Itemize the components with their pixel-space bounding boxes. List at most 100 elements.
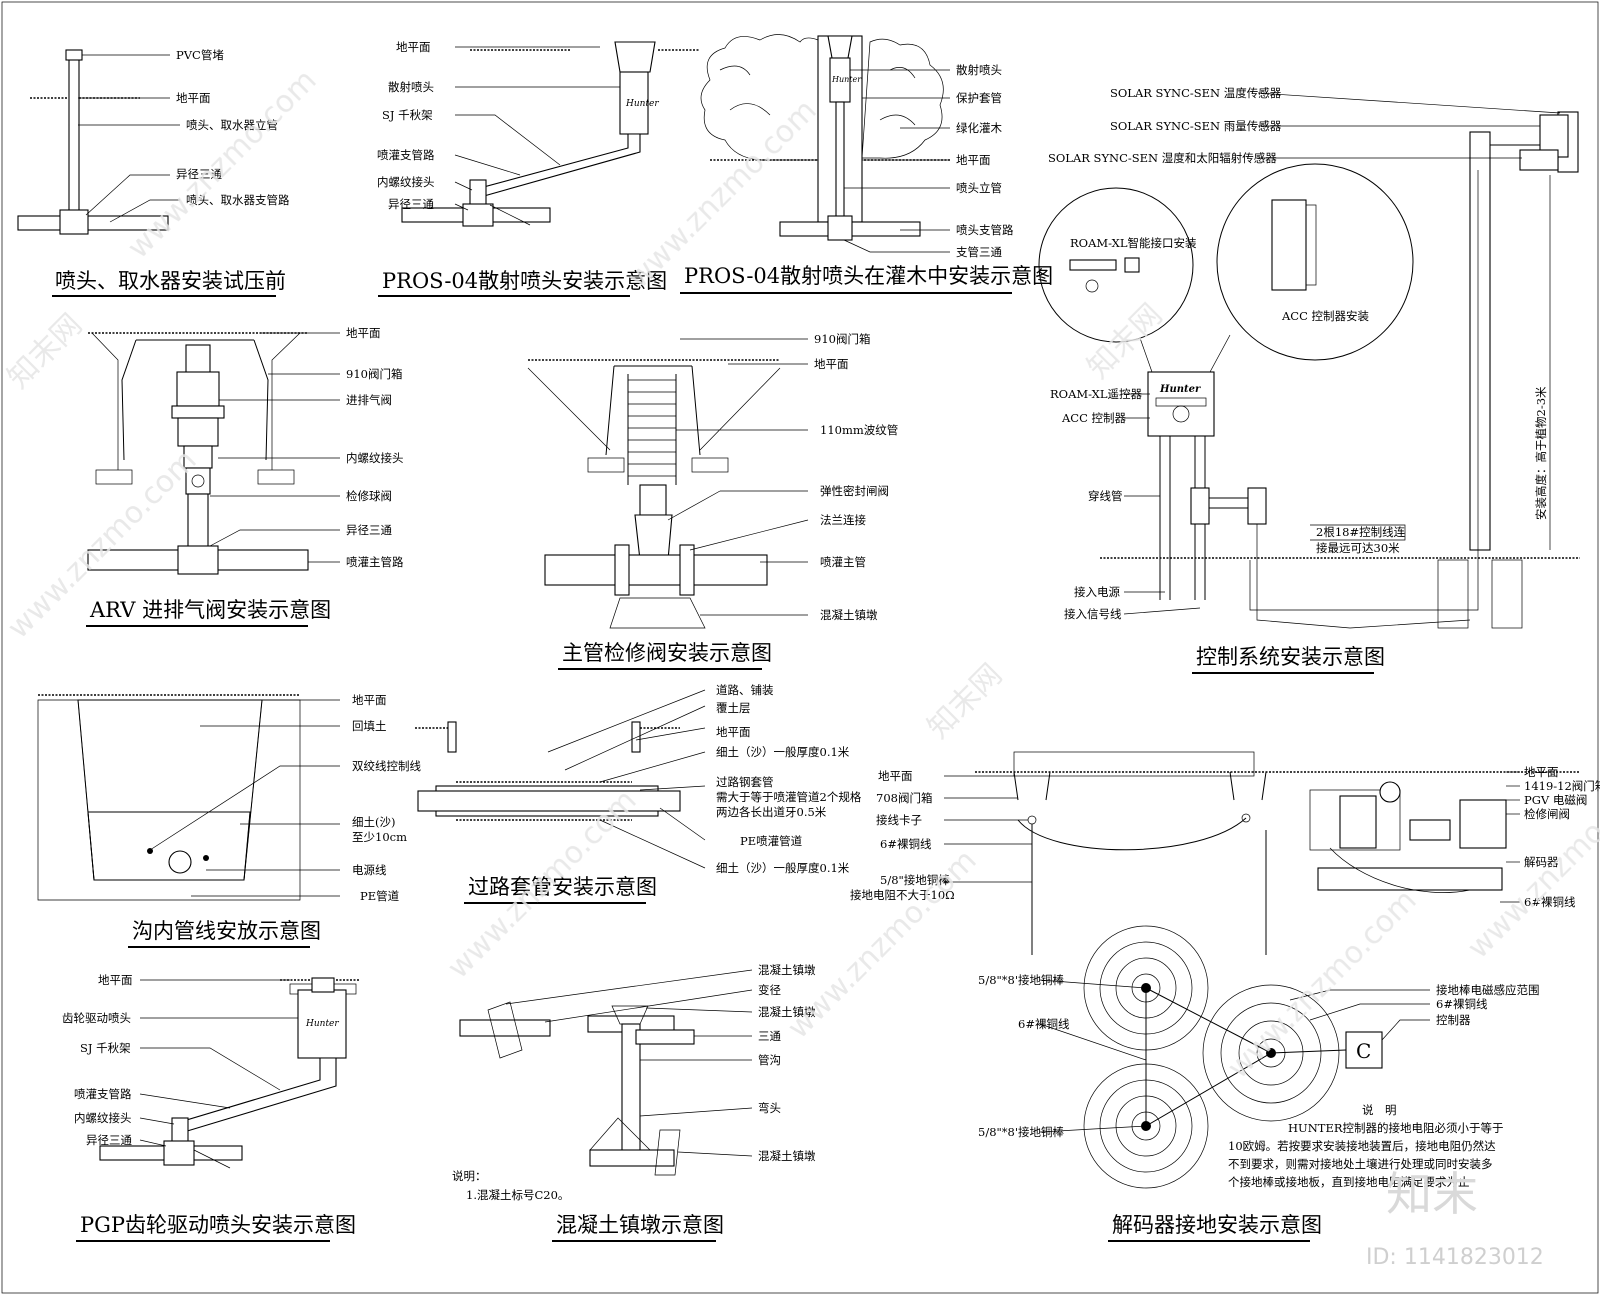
label-ground-rod-top: 5/8"*8'接地铜棒: [978, 973, 1065, 987]
label-ground: 地平面: [346, 326, 381, 340]
label-swing-joint: SJ 千秋架: [80, 1041, 131, 1055]
label-female-adapter: 内螺纹接头: [377, 175, 435, 189]
watermark-site: www.znzmo.com: [1221, 883, 1424, 1086]
watermark-site: www.znzmo.com: [121, 63, 324, 266]
label-valve-box-1419: 1419-12阀门箱: [1524, 779, 1600, 793]
label-install-height: 安装高度：高于植物2-3米: [1534, 386, 1548, 520]
title-p11: 混凝土镇墩示意图: [556, 1213, 724, 1237]
panel-pros04-in-shrub: Hunter 散射喷头 保护套管 绿化灌木 地平面 喷头立管 喷头支管路 支管三…: [680, 34, 1053, 294]
label-thrust-block-2: 混凝土镇墩: [758, 1005, 816, 1019]
label-min-10cm: 至少10cm: [352, 830, 407, 844]
label-valve-box: 910阀门箱: [346, 367, 402, 381]
title-p2: PROS-04散射喷头安装示意图: [382, 269, 667, 293]
label-spray-head: 散射喷头: [956, 63, 1002, 77]
label-riser: 喷头立管: [956, 181, 1002, 195]
label-conduit: 穿线管: [1088, 489, 1123, 503]
label-ground-rod-bottom: 5/8"*8'接地铜棒: [978, 1125, 1065, 1139]
panel-pros04-spray: Hunter 地平面 散射喷头 SJ 千秋架 喷灌支管路 内螺纹接头 异径三通 …: [377, 40, 700, 297]
label-reducing-tee: 异径三通: [388, 197, 434, 211]
label-gate-valve: 弹性密封闸阀: [820, 484, 889, 498]
title-p7: 沟内管线安放示意图: [132, 919, 321, 943]
label-rain-sensor: SOLAR SYNC-SEN 雨量传感器: [1110, 119, 1282, 133]
panel-riser-pressure-test: PVC管堵 地平面 喷头、取水器立管 异径三通 喷头、取水器支管路 喷头、取水器…: [17, 48, 290, 297]
title-p9: 解码器接地安装示意图: [1112, 1213, 1322, 1237]
panel-isolation-valve: 910阀门箱 地平面 110mm波纹管 弹性密封闸阀 法兰连接 喷灌主管 混凝土…: [527, 332, 898, 670]
label-controller: 控制器: [1436, 1013, 1471, 1027]
label-roam-install: ROAM-XL智能接口安装: [1070, 236, 1197, 250]
panel-control-system: 安装高度：高于植物2-3米 Hunter: [1038, 86, 1580, 674]
label-thrust-block-3: 混凝土镇墩: [758, 1149, 816, 1163]
label-ground: 地平面: [814, 357, 849, 371]
label-steel-sleeve: 过路钢套管: [716, 775, 774, 789]
label-thrust-block: 混凝土镇墩: [820, 608, 878, 622]
label-power-in: 接入电源: [1074, 585, 1120, 599]
title-p4: 控制系统安装示意图: [1196, 645, 1385, 669]
note-line-2: 10欧姆。若按要求安装接地装置后，接地电阻仍然达: [1228, 1139, 1496, 1153]
label-signal-in: 接入信号线: [1064, 607, 1122, 621]
hunter-logo-p2: Hunter: [625, 99, 659, 109]
label-sand-bottom: 细土（沙）一般厚度0.1米: [716, 861, 850, 875]
label-ground: 地平面: [352, 693, 387, 707]
brand-watermark: 知末: [1386, 1167, 1478, 1221]
title-p5: ARV 进排气阀安装示意图: [89, 598, 331, 622]
hunter-logo-p3: Hunter: [831, 75, 862, 84]
label-pgv-valve: PGV 电磁阀: [1524, 793, 1587, 807]
label-riser: 喷头、取水器立管: [186, 118, 278, 132]
label-copper-wire-mid: 6#裸铜线: [1018, 1017, 1070, 1031]
label-reducer: 变径: [758, 983, 781, 997]
watermark-site-cn: 知末网: [1, 307, 89, 395]
label-decoder: 解码器: [1524, 855, 1559, 869]
label-shrub: 绿化灌木: [956, 121, 1002, 135]
label-flange: 法兰连接: [820, 513, 866, 527]
note-line-4: 个接地棒或接地板，直到接地电阻满足要求为止: [1228, 1175, 1470, 1189]
label-roam-remote: ROAM-XL遥控器: [1050, 387, 1142, 401]
label-copper-wire: 6#裸铜线: [880, 837, 932, 851]
label-ball-valve: 检修球阀: [346, 489, 392, 503]
label-induction-range: 接地棒电磁感应范围: [1436, 983, 1540, 997]
label-backfill: 回填土: [352, 719, 387, 733]
label-pe-pipe: PE管道: [360, 889, 400, 903]
label-air-valve: 进排气阀: [346, 393, 392, 407]
label-lateral: 喷灌支管路: [74, 1087, 132, 1101]
label-gear-rotor: 齿轮驱动喷头: [62, 1011, 131, 1025]
label-ground: 地平面: [878, 769, 913, 783]
label-trench: 管沟: [758, 1053, 781, 1067]
label-resistance: 接地电阻不大于10Ω: [850, 888, 955, 902]
label-copper-wire-c: 6#裸铜线: [1436, 997, 1488, 1011]
label-paving: 道路、铺装: [716, 683, 774, 697]
label-reducing-tee: 异径三通: [176, 167, 222, 181]
label-ground-right: 地平面: [1524, 765, 1559, 779]
label-female-adapter: 内螺纹接头: [346, 451, 404, 465]
label-max-distance: 接最远可达30米: [1316, 541, 1400, 555]
panel-trench: 地平面 回填土 双绞线控制线 细土(沙) 至少10cm 电源线 PE管道 沟内管…: [37, 693, 421, 948]
label-sleeve-size: 需大于等于喷灌管道2个规格: [716, 790, 862, 804]
label-thrust-block-1: 混凝土镇墩: [758, 963, 816, 977]
label-reducing-tee: 异径三通: [86, 1133, 132, 1147]
label-branch-tee: 支管三通: [956, 245, 1002, 259]
note-line-3: 不到要求，则需对接地处土壤进行处理或同时安装多: [1228, 1157, 1493, 1171]
watermark-site-cn: 知末网: [921, 657, 1009, 745]
label-control-wire: 2根18#控制线连: [1316, 525, 1406, 539]
title-p8: 过路套管安装示意图: [468, 875, 657, 899]
label-sleeve: 保护套管: [956, 91, 1002, 105]
label-tee: 三通: [758, 1029, 781, 1043]
label-pvc-cap: PVC管堵: [176, 48, 224, 62]
label-gate-valve: 检修闸阀: [1524, 807, 1570, 821]
label-valve-box: 910阀门箱: [814, 332, 870, 346]
label-cover-soil: 覆土层: [716, 701, 751, 715]
label-mainline: 喷灌主管: [820, 555, 866, 569]
label-temp-sensor: SOLAR SYNC-SEN 温度传感器: [1110, 86, 1282, 100]
label-power-wire: 电源线: [352, 863, 387, 877]
label-wire-clip: 接线卡子: [876, 813, 922, 827]
label-ground: 地平面: [176, 91, 211, 105]
panel-road-sleeve: 道路、铺装 覆土层 地平面 细土（沙）一般厚度0.1米 过路钢套管 需大于等于喷…: [415, 683, 862, 904]
label-spray-head: 散射喷头: [388, 80, 434, 94]
label-ground: 地平面: [98, 973, 133, 987]
note-head: 说 明: [1362, 1103, 1397, 1117]
label-copper-wire-right: 6#裸铜线: [1524, 895, 1576, 909]
controller-mark: C: [1356, 1039, 1371, 1063]
panel-arv-valve: 地平面 910阀门箱 进排气阀 内螺纹接头 检修球阀 异径三通 喷灌主管路 AR…: [86, 326, 404, 627]
label-ground: 地平面: [956, 153, 991, 167]
